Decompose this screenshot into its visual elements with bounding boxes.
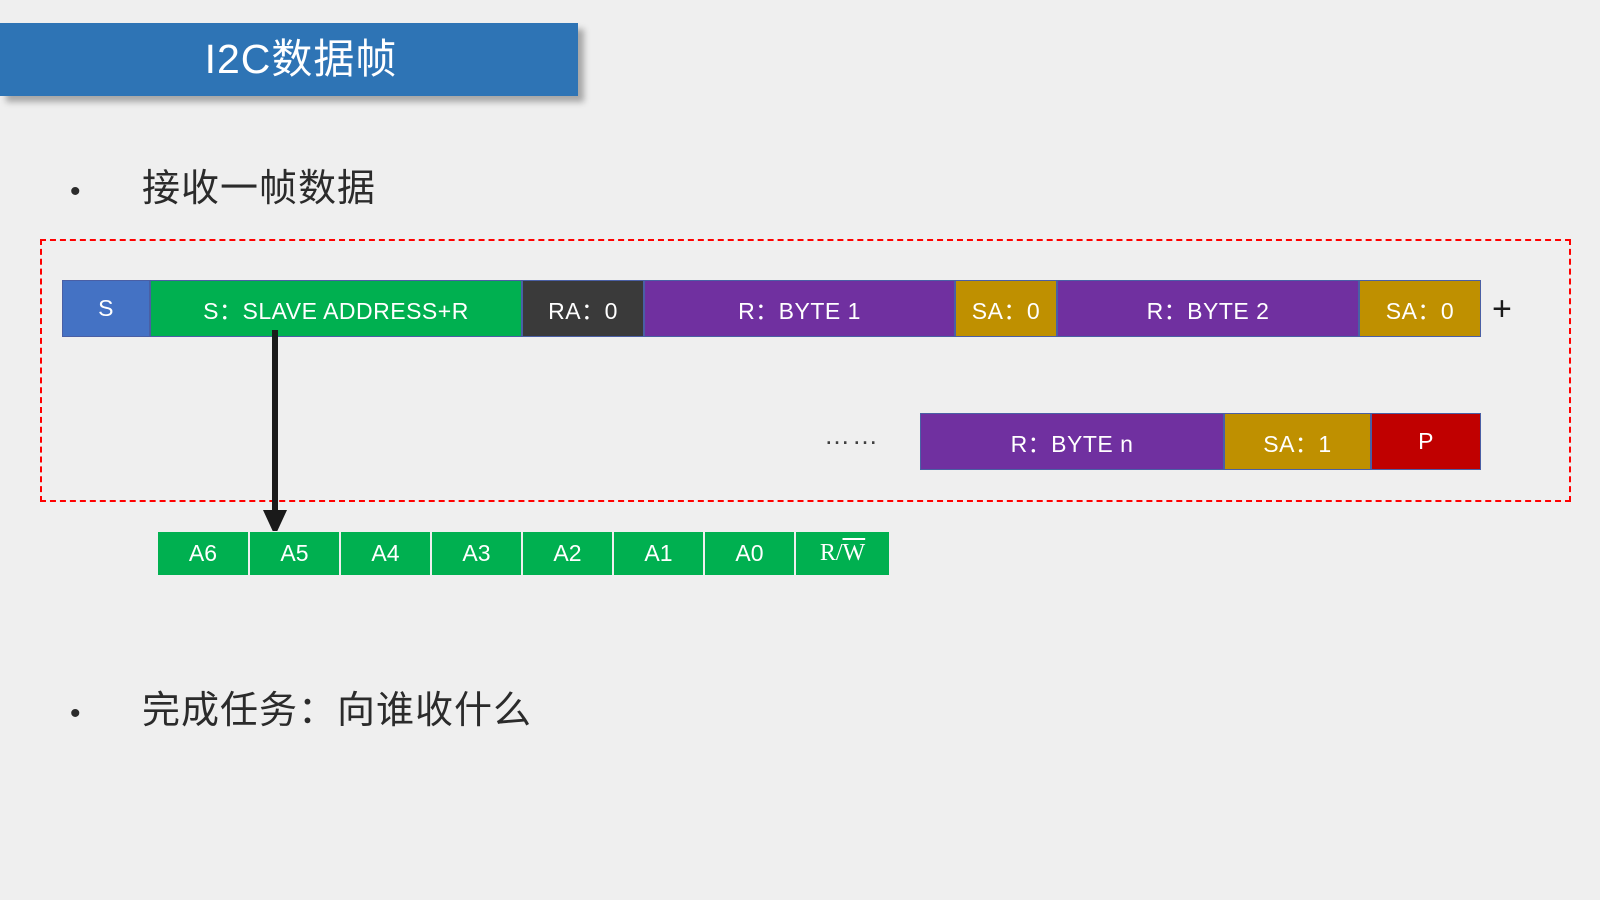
- callout-arrow-icon: [263, 330, 287, 536]
- frame-segment-byte-2[interactable]: R：BYTE 2: [1057, 280, 1359, 337]
- frame-highlight-outline: [40, 239, 1571, 502]
- frame-segment-slave-address[interactable]: S：SLAVE ADDRESS+R: [150, 280, 522, 337]
- address-bit-read-write[interactable]: R/W: [795, 531, 890, 576]
- address-bit-a1[interactable]: A1: [613, 531, 704, 576]
- rw-prefix: R/: [819, 540, 843, 566]
- frame-segment-stop[interactable]: P: [1371, 413, 1481, 470]
- bullet-marker-icon: •: [70, 175, 81, 208]
- frame-segment-sa-0-second[interactable]: SA：0: [1359, 280, 1481, 337]
- frame-segment-ra-0[interactable]: RA：0: [522, 280, 644, 337]
- bullet-item-1: • 接收一帧数据: [70, 170, 376, 208]
- bullet-item-2: • 完成任务：向谁收什么: [70, 692, 532, 730]
- frame-segment-start[interactable]: S: [62, 280, 150, 337]
- address-bit-a4[interactable]: A4: [340, 531, 431, 576]
- frame-ellipsis: ……: [824, 420, 880, 450]
- bullet-marker-icon: •: [70, 697, 81, 730]
- rw-overlined-w: W: [842, 540, 866, 566]
- page-title: I2C数据帧: [204, 36, 398, 82]
- bullet-text-2: 完成任务：向谁收什么: [142, 690, 533, 732]
- address-bit-a0[interactable]: A0: [704, 531, 795, 576]
- frame-segment-sa-1[interactable]: SA：1: [1224, 413, 1371, 470]
- address-bit-a2[interactable]: A2: [522, 531, 613, 576]
- slide-title-bar: I2C数据帧: [0, 23, 578, 96]
- address-bit-a3[interactable]: A3: [431, 531, 522, 576]
- frame-segment-byte-1[interactable]: R：BYTE 1: [644, 280, 955, 337]
- bullet-text-1: 接收一帧数据: [142, 168, 377, 210]
- address-bit-a5[interactable]: A5: [249, 531, 340, 576]
- frame-segment-sa-0-first[interactable]: SA：0: [955, 280, 1057, 337]
- plus-sign-label: +: [1492, 290, 1512, 328]
- frame-segment-byte-n[interactable]: R：BYTE n: [920, 413, 1224, 470]
- address-bit-a6[interactable]: A6: [157, 531, 249, 576]
